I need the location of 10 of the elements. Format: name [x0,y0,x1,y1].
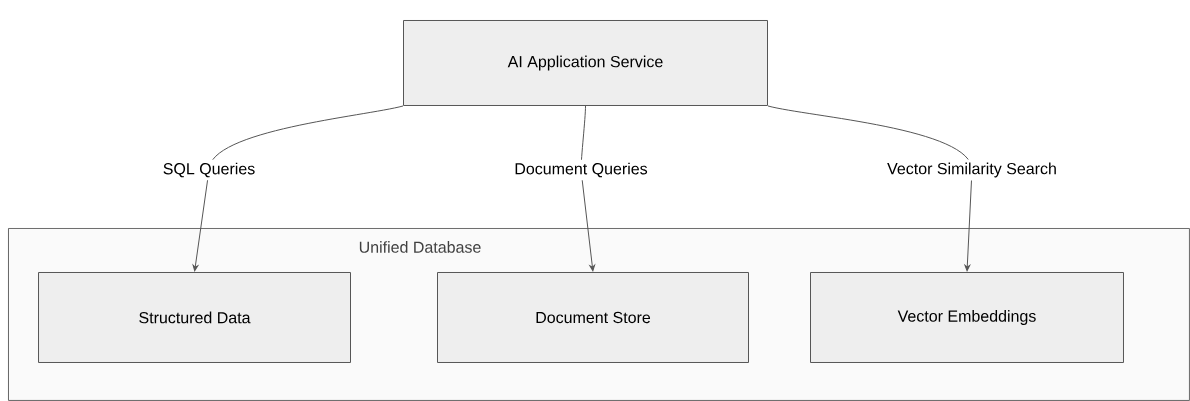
arrow [767,105,973,272]
arrow [192,105,404,272]
edge-label: Vector Similarity Search [884,159,1060,181]
arrow [580,105,596,272]
process-box: Structured Data [38,272,351,363]
process-box: Document Store [437,272,749,363]
process-box: Vector Embeddings [810,272,1124,363]
process-box: AI Application Service [403,20,768,106]
edge-label: SQL Queries [159,159,259,181]
edge-label: Document Queries [511,159,651,181]
